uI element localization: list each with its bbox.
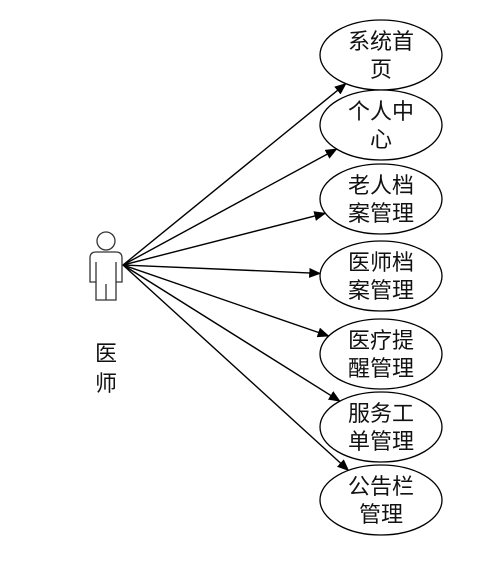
association-arrow-elder-archive [122, 211, 327, 266]
person-icon [89, 231, 123, 301]
association-lines [122, 82, 350, 472]
association-arrow-medical-reminder [122, 264, 330, 338]
association-arrow-service-ticket [122, 264, 341, 402]
use-case-label-system-home-1: 系统首 [348, 30, 414, 55]
actor-label-line-2: 师 [94, 372, 117, 397]
use-case-label-elder-archive-1: 老人档 [348, 174, 414, 199]
use-case-label-doctor-archive-2: 案管理 [348, 279, 414, 304]
use-case-label-personal-center-1: 个人中 [348, 100, 414, 125]
use-case-label-notice-board-1: 公告栏 [348, 475, 414, 500]
use-case-label-system-home-2: 页 [370, 58, 392, 83]
association-arrow-system-home [122, 82, 347, 266]
use-case-ellipse-notice-board [319, 464, 443, 536]
association-arrow-personal-center [122, 148, 338, 266]
use-case-ellipse-service-ticket [319, 391, 443, 463]
use-case-label-medical-reminder-1: 医疗提 [348, 329, 414, 354]
use-case-ellipse-elder-archive [319, 163, 443, 235]
actor-label: 医 师 [90, 340, 122, 400]
use-case-label-doctor-archive-1: 医师档 [348, 251, 414, 276]
use-case-ellipse-personal-center [319, 89, 443, 161]
use-case-label-service-ticket-2: 单管理 [348, 430, 414, 455]
use-case-label-personal-center-2: 心 [370, 128, 392, 153]
association-arrow-doctor-archive [122, 264, 322, 278]
actor-label-line-1: 医 [94, 342, 117, 367]
use-case-label-notice-board-2: 管理 [359, 503, 403, 528]
use-case-ellipse-doctor-archive [319, 240, 443, 312]
use-case-ellipse-medical-reminder [319, 318, 443, 390]
use-case-label-elder-archive-2: 案管理 [348, 202, 414, 227]
use-case-label-service-ticket-1: 服务工 [348, 402, 414, 427]
use-case-label-medical-reminder-2: 醒管理 [348, 357, 414, 382]
association-arrow-notice-board [122, 264, 350, 472]
